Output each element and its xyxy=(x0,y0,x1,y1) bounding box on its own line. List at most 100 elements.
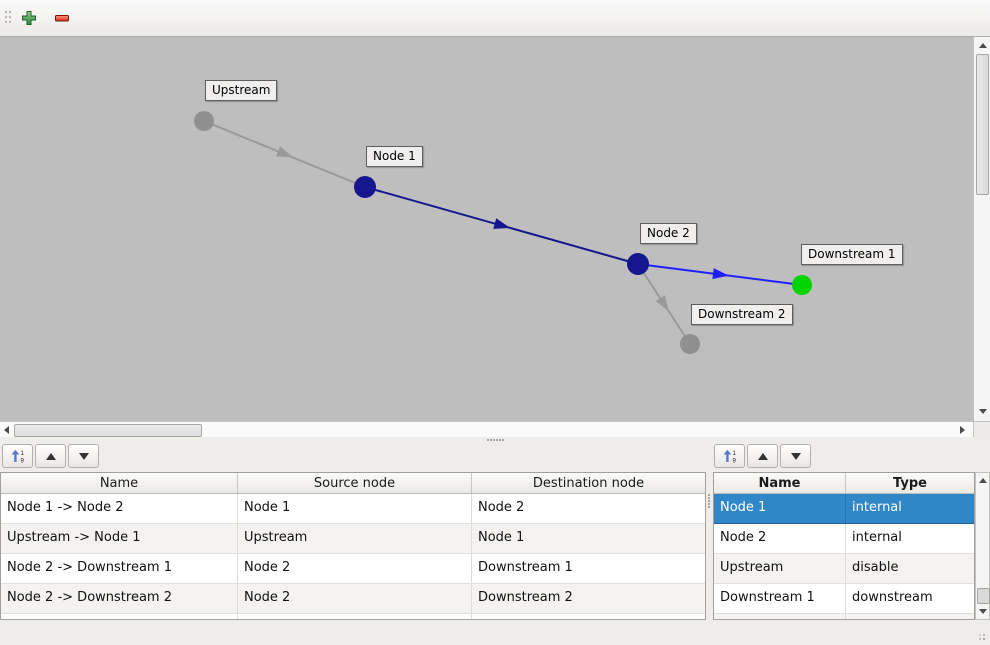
node-circle-node-2[interactable] xyxy=(627,253,649,275)
node-label-node-2[interactable]: Node 2 xyxy=(640,223,697,244)
empty-cell xyxy=(714,614,846,619)
nodes-table: Name Type Node 1 internal Node 2 interna… xyxy=(713,472,975,620)
svg-text:1: 1 xyxy=(20,451,24,457)
nodes-table-row-selected[interactable]: Node 1 internal xyxy=(714,494,974,524)
edges-table-row[interactable]: Upstream -> Node 1 Upstream Node 1 xyxy=(1,524,705,554)
edges-table-row[interactable]: Node 1 -> Node 2 Node 1 Node 2 xyxy=(1,494,705,524)
edges-table-row[interactable]: Node 2 -> Downstream 1 Node 2 Downstream… xyxy=(1,554,705,584)
triangle-down-icon xyxy=(78,452,89,460)
edges-move-down-button[interactable] xyxy=(68,444,99,468)
nodes-table-row[interactable]: Downstream 1 downstream xyxy=(714,584,974,614)
svg-text:9: 9 xyxy=(732,459,736,464)
nodes-table-header: Name Type xyxy=(714,473,974,494)
nodes-table-row[interactable]: Upstream disable xyxy=(714,554,974,584)
nodes-scroll-thumb[interactable] xyxy=(977,588,990,604)
triangle-up-icon xyxy=(757,452,768,460)
edge-arrow-icon xyxy=(493,218,511,229)
edge-arrow-icon xyxy=(275,146,293,158)
edge-arrow-icon xyxy=(655,295,669,312)
sort-ascending-icon: 1 9 xyxy=(723,449,736,464)
edges-col-name[interactable]: Name xyxy=(1,473,238,493)
node-circle-downstream-1[interactable] xyxy=(792,275,812,295)
cell-dest: Downstream 1 xyxy=(478,560,573,575)
cell-name: Node 1 -> Node 2 xyxy=(1,494,238,523)
status-bar xyxy=(0,620,990,645)
cell-name: Node 2 xyxy=(714,524,846,553)
cell-name: Downstream 1 xyxy=(714,584,846,613)
cell-type: downstream xyxy=(852,590,933,605)
graph-viewport[interactable]: Upstream Node 1 Node 2 Downstream 1 Down… xyxy=(0,37,973,421)
cell-type: internal xyxy=(852,500,902,515)
svg-text:9: 9 xyxy=(20,459,24,464)
canvas-region: Upstream Node 1 Node 2 Downstream 1 Down… xyxy=(0,37,990,437)
svg-text:1: 1 xyxy=(732,451,736,457)
cell-name: Upstream xyxy=(714,554,846,583)
node-label-downstream-1[interactable]: Downstream 1 xyxy=(801,244,903,265)
node-label-upstream[interactable]: Upstream xyxy=(205,80,278,101)
edges-table-row[interactable]: Node 2 -> Downstream 2 Node 2 Downstream… xyxy=(1,584,705,614)
canvas-vscroll-thumb[interactable] xyxy=(976,54,989,195)
edge-arrow-icon xyxy=(712,268,729,280)
empty-cell xyxy=(1,614,238,619)
node-circle-node-1[interactable] xyxy=(354,176,376,198)
cell-name: Upstream -> Node 1 xyxy=(1,524,238,553)
node-circle-downstream-2[interactable] xyxy=(680,334,700,354)
minus-icon xyxy=(55,15,69,22)
vertical-splitter[interactable] xyxy=(706,494,712,514)
canvas-horizontal-scrollbar[interactable] xyxy=(0,421,973,437)
canvas-scroll-right-button[interactable] xyxy=(956,423,969,437)
triangle-down-icon xyxy=(790,452,801,460)
triangle-up-icon xyxy=(45,452,56,460)
cell-type: disable xyxy=(852,560,899,575)
node-circle-upstream[interactable] xyxy=(194,111,214,131)
edges-move-up-button[interactable] xyxy=(35,444,66,468)
toolbar-drag-handle[interactable] xyxy=(5,11,13,27)
nodes-move-up-button[interactable] xyxy=(747,444,778,468)
triangle-down-icon xyxy=(978,609,987,614)
triangle-down-icon xyxy=(978,408,987,414)
edges-sort-button[interactable]: 1 9 xyxy=(2,444,33,468)
main-toolbar xyxy=(0,0,990,37)
cell-dest: Node 2 xyxy=(478,500,525,515)
triangle-left-icon xyxy=(4,426,9,434)
cell-source: Node 2 xyxy=(238,584,472,613)
canvas-scroll-down-button[interactable] xyxy=(975,404,990,418)
add-button[interactable] xyxy=(16,6,42,30)
nodes-move-down-button[interactable] xyxy=(780,444,811,468)
remove-button[interactable] xyxy=(49,6,75,30)
splitter-grip-icon xyxy=(487,439,489,441)
resize-grip-icon[interactable] xyxy=(975,630,985,640)
cell-name: Node 1 xyxy=(714,494,846,523)
node-label-downstream-2[interactable]: Downstream 2 xyxy=(691,304,793,325)
cell-source: Node 1 xyxy=(238,494,472,523)
nodes-col-name[interactable]: Name xyxy=(714,473,846,493)
canvas-scroll-up-button[interactable] xyxy=(975,38,990,52)
triangle-up-icon xyxy=(978,478,987,483)
edges-table: Name Source node Destination node Node 1… xyxy=(0,472,706,620)
nodes-scroll-up-button[interactable] xyxy=(976,474,989,487)
canvas-scroll-left-button[interactable] xyxy=(0,423,13,437)
horizontal-splitter[interactable] xyxy=(0,437,990,443)
graph-svg xyxy=(194,111,812,354)
canvas-vertical-scrollbar[interactable] xyxy=(973,37,990,421)
cell-name: Node 2 -> Downstream 2 xyxy=(1,584,238,613)
edges-col-destination[interactable]: Destination node xyxy=(532,475,645,491)
canvas-hscroll-thumb[interactable] xyxy=(14,424,202,437)
splitter-grip-icon xyxy=(708,494,710,496)
nodes-col-type[interactable]: Type xyxy=(893,475,927,491)
edges-table-empty-row xyxy=(1,614,705,619)
scrollbar-corner xyxy=(973,421,990,437)
cell-type: internal xyxy=(852,530,902,545)
node-label-node-1[interactable]: Node 1 xyxy=(366,146,423,167)
plus-icon xyxy=(22,11,36,25)
edges-table-header: Name Source node Destination node xyxy=(1,473,705,494)
edges-col-source[interactable]: Source node xyxy=(238,473,472,493)
nodes-table-empty-row xyxy=(714,614,974,619)
nodes-sort-button[interactable]: 1 9 xyxy=(714,444,745,468)
cell-source: Node 2 xyxy=(238,554,472,583)
sort-ascending-icon: 1 9 xyxy=(11,449,24,464)
nodes-table-row[interactable]: Node 2 internal xyxy=(714,524,974,554)
nodes-scroll-down-button[interactable] xyxy=(976,605,989,618)
nodes-table-scrollbar[interactable] xyxy=(975,472,990,620)
